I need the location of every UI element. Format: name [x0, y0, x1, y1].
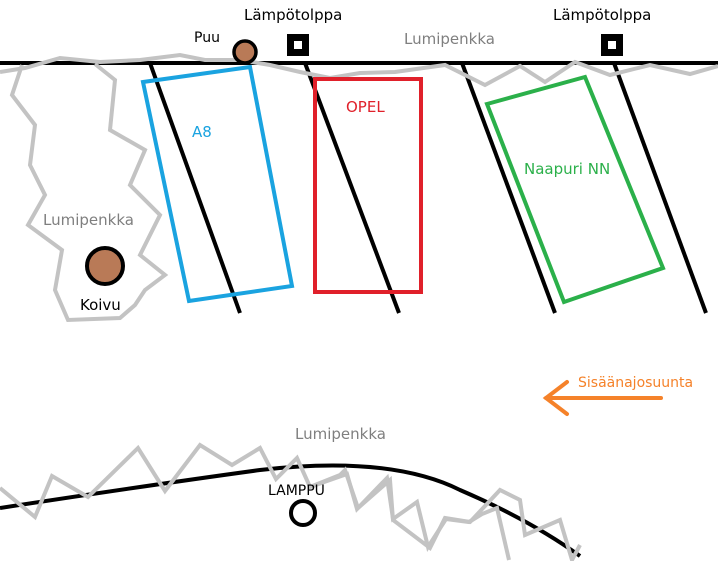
stall-line [148, 62, 242, 314]
tree-icon [232, 39, 258, 65]
snowbank-top-label: Lumipenkka [404, 30, 495, 48]
tree-label: Puu [194, 30, 220, 46]
stall-line [303, 62, 401, 314]
lamp-label: LAMPPU [268, 483, 325, 499]
snowbank-left [9, 62, 169, 323]
snowbank-top [0, 52, 718, 88]
birch-label: Koivu [80, 296, 121, 314]
heating-post-label-1: Lämpötolppa [244, 6, 342, 24]
stall-line [612, 62, 708, 314]
snowbank-left-label: Lumipenkka [43, 211, 134, 229]
heating-post-icon [601, 34, 623, 56]
heating-post-icon [287, 34, 309, 56]
car-a8-label: A8 [192, 123, 212, 141]
car-opel-outline [313, 77, 423, 294]
lamp-icon [289, 499, 317, 527]
car-neighbor-outline [484, 74, 666, 305]
heating-post-label-2: Lämpötolppa [553, 6, 651, 24]
entry-direction-label: Sisäänajosuunta [578, 375, 693, 391]
stall-line [460, 62, 557, 314]
birch-tree-icon [85, 246, 125, 286]
car-opel-label: OPEL [346, 98, 385, 116]
car-a8-outline [140, 64, 295, 304]
bottom-curb-curve [0, 463, 582, 558]
car-neighbor-label: Naapuri NN [524, 160, 610, 178]
snowbank-bottom-label: Lumipenkka [295, 425, 386, 443]
arrow-left-icon [542, 380, 663, 416]
